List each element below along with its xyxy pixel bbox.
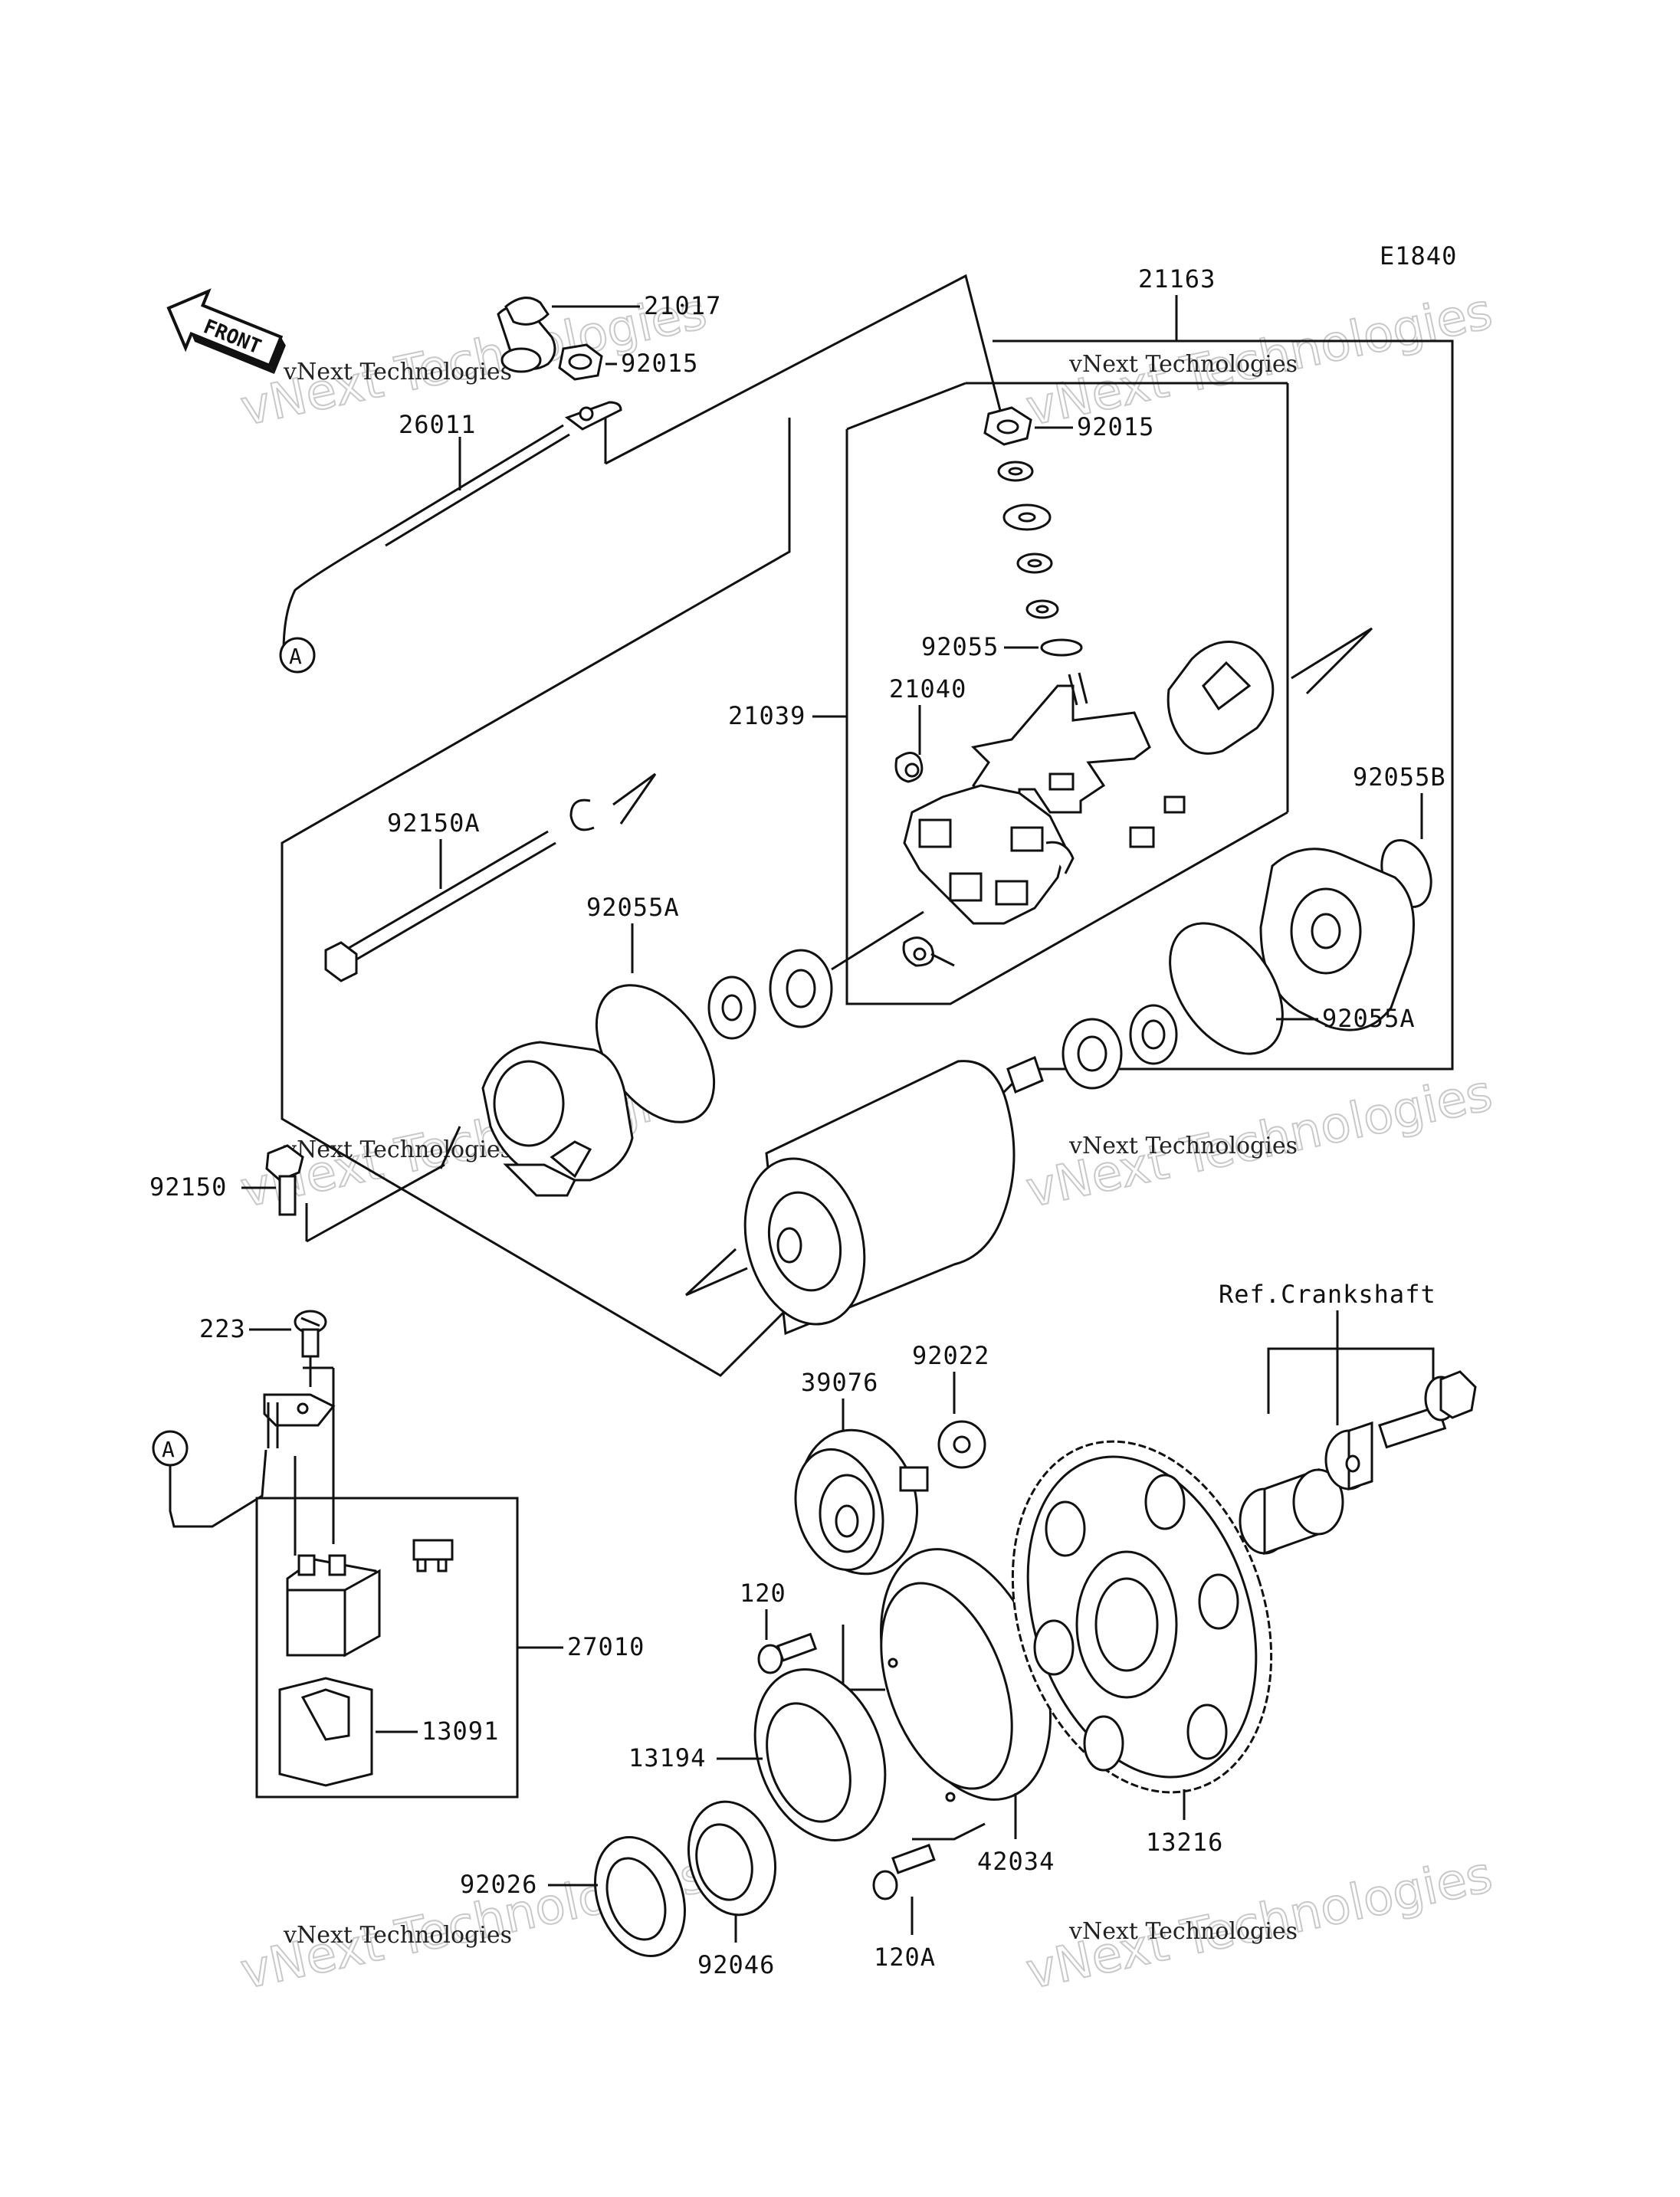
- outline-line: [1305, 627, 1373, 695]
- outline-line: [612, 772, 656, 806]
- label-13091: 13091: [422, 1717, 499, 1746]
- spring-lower: [902, 936, 955, 967]
- outline-line: [605, 274, 1006, 465]
- relay-bracket: [263, 1393, 336, 1448]
- label-92150: 92150: [149, 1172, 227, 1202]
- rear-housing: [1259, 848, 1415, 1031]
- fuse: [412, 1539, 454, 1572]
- label-92022: 92022: [912, 1341, 989, 1370]
- collar-92026: [594, 1836, 686, 1957]
- crank-bolt: [1378, 1370, 1477, 1449]
- through-bolt-92150A: [324, 830, 556, 982]
- label-120A: 120A: [874, 1943, 936, 1972]
- label-21163: 21163: [1138, 264, 1216, 293]
- label-92026: 92026: [460, 1870, 537, 1899]
- label-120: 120: [740, 1579, 786, 1608]
- needle-bearing-92046: [687, 1800, 777, 1917]
- outline-line: [439, 1126, 461, 1169]
- end-cover-cup: [1166, 641, 1275, 755]
- ref-crankshaft-label: Ref.Crankshaft: [1219, 1280, 1436, 1309]
- terminal-cap-21017: [497, 297, 556, 373]
- watermark-small: vNext Technologies: [283, 359, 512, 385]
- connector-marker-A-top: A: [279, 637, 316, 674]
- connector-letter: A: [289, 644, 302, 669]
- label-21039: 21039: [728, 701, 806, 730]
- label-42034: 42034: [977, 1847, 1055, 1876]
- label-21017: 21017: [644, 291, 721, 320]
- spacer-sleeve: [1239, 1467, 1344, 1556]
- bolt-120A: [872, 1843, 936, 1900]
- outline-line: [846, 382, 966, 431]
- label-92055A-right: 92055A: [1322, 1004, 1416, 1033]
- outline-line: [842, 1625, 885, 1691]
- label-92055B: 92055B: [1353, 762, 1446, 792]
- label-92046: 92046: [697, 1950, 775, 1979]
- label-92055A-left: 92055A: [586, 893, 680, 922]
- outline-line: [831, 910, 924, 971]
- outline-line: [1291, 627, 1373, 680]
- label-26011: 26011: [399, 410, 476, 439]
- washer-stack: [997, 461, 1059, 619]
- brush-plate: [970, 672, 1186, 848]
- nut-92015-mid: [983, 406, 1032, 446]
- label-13216: 13216: [1146, 1828, 1223, 1857]
- diagram-code: E1840: [1380, 241, 1457, 271]
- bolt-120: [757, 1632, 818, 1674]
- idle-gear-39076: [794, 1428, 929, 1576]
- washer-92022: [937, 1420, 986, 1469]
- clip-ring: [569, 798, 595, 831]
- bearings-left: [707, 949, 833, 1040]
- connector-letter: A: [162, 1437, 175, 1462]
- label-92015-top: 92015: [621, 349, 698, 378]
- brush-holder-assembly: [903, 784, 1075, 925]
- screw-223: [294, 1310, 327, 1358]
- front-housing: [481, 1041, 634, 1197]
- watermark-small: vNext Technologies: [283, 1922, 512, 1949]
- washer-crank: [1324, 1421, 1373, 1491]
- starter-cable-26011: [282, 401, 622, 652]
- relay-27010: [286, 1554, 381, 1658]
- label-92055: 92055: [921, 632, 999, 661]
- leader-line: [1267, 1347, 1435, 1414]
- nut-92015-top: [558, 343, 603, 381]
- label-21040: 21040: [889, 674, 966, 703]
- wire-line: [169, 1449, 267, 1528]
- clutch-housing-42034: [879, 1548, 1052, 1802]
- spring-21040: [894, 752, 924, 783]
- bolt-92150: [265, 1144, 304, 1216]
- watermark-small: vNext Technologies: [1068, 1133, 1298, 1159]
- label-92150A: 92150A: [387, 808, 481, 838]
- outline-line: [306, 1163, 445, 1243]
- outline-line: [685, 1267, 748, 1297]
- starter-motor-body: [743, 1055, 1044, 1336]
- o-ring-92055: [1040, 638, 1083, 657]
- label-92015-mid: 92015: [1077, 412, 1154, 441]
- outline-line: [619, 773, 657, 825]
- relay-cover-13091: [278, 1677, 373, 1787]
- label-27010: 27010: [567, 1632, 645, 1661]
- o-ring-92055A-right: [1169, 922, 1284, 1055]
- bearings-right: [1061, 1004, 1178, 1090]
- starter-gear-13216: [1011, 1440, 1273, 1794]
- outline-line: [912, 1822, 986, 1841]
- outline-line: [684, 1248, 737, 1297]
- watermark-small: vNext Technologies: [1068, 351, 1298, 378]
- outline-line: [281, 339, 1454, 1377]
- connector-marker-A-bottom: A: [152, 1430, 189, 1467]
- label-39076: 39076: [801, 1368, 878, 1397]
- label-223: 223: [199, 1314, 246, 1343]
- watermark-small: vNext Technologies: [1068, 1918, 1298, 1945]
- label-13194: 13194: [628, 1743, 706, 1772]
- front-arrow-icon: FRONT: [166, 288, 286, 374]
- one-way-clutch-13194: [753, 1668, 887, 1841]
